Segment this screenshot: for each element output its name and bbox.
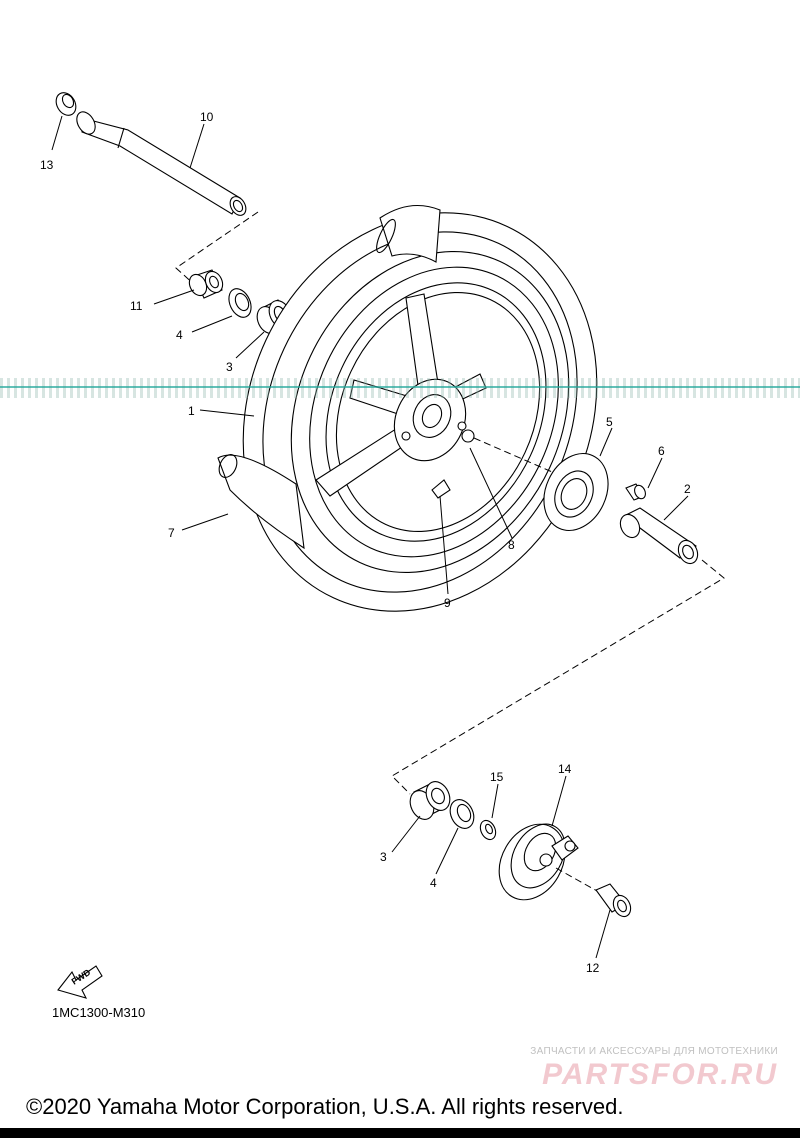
front-axle-part xyxy=(55,92,247,216)
lower-bearing-part xyxy=(409,781,451,820)
part-label: 3 xyxy=(226,360,233,374)
lower-dashed-guide xyxy=(391,559,725,795)
left-collar-part xyxy=(188,269,224,299)
part-label: 4 xyxy=(430,876,437,890)
lower-collar-part xyxy=(479,819,497,841)
scan-artifact-band xyxy=(0,378,800,398)
part-number-labels: 10 13 11 4 3 1 7 5 6 2 8 9 15 14 3 4 12 xyxy=(40,110,691,975)
part-label: 9 xyxy=(444,596,451,610)
right-collar-part xyxy=(619,507,699,565)
left-oil-seal-part xyxy=(228,288,252,318)
lower-oil-seal-part xyxy=(449,799,475,829)
leader-lines xyxy=(51,115,689,959)
part-label: 7 xyxy=(168,526,175,540)
part-label: 6 xyxy=(658,444,665,458)
axle-dashed-guide xyxy=(175,211,259,287)
meter-gear-unit-part xyxy=(498,823,579,901)
part-label: 14 xyxy=(558,762,572,776)
part-label: 13 xyxy=(40,158,54,172)
part-label: 4 xyxy=(176,328,183,342)
part-label: 1 xyxy=(188,404,195,418)
hub-dashed-guide xyxy=(473,437,567,479)
fwd-arrow-icon: FWD xyxy=(57,965,103,999)
right-oil-seal-part xyxy=(543,453,609,531)
part-label: 3 xyxy=(380,850,387,864)
bottom-border xyxy=(0,1128,800,1138)
part-label: 2 xyxy=(684,482,691,496)
scan-artifact-line xyxy=(0,386,800,388)
watermark-tagline: ЗАПЧАСТИ И АКСЕССУАРЫ ДЛЯ МОТОТЕХНИКИ xyxy=(530,1046,778,1057)
part-label: 11 xyxy=(130,299,143,313)
part-label: 5 xyxy=(606,415,613,429)
part-label: 15 xyxy=(490,770,504,784)
flange-bolt-part xyxy=(595,883,632,918)
diagram-code: 1MC1300-M310 xyxy=(52,1005,146,1020)
watermark-logo: PARTSFOR.RU xyxy=(542,1058,778,1091)
copyright-notice: ©2020 Yamaha Motor Corporation, U.S.A. A… xyxy=(26,1094,624,1119)
screw-part xyxy=(625,483,646,501)
part-label: 12 xyxy=(586,961,600,975)
part-label: 10 xyxy=(200,110,214,124)
front-wheel-assembly xyxy=(217,205,598,612)
part-label: 8 xyxy=(508,538,515,552)
